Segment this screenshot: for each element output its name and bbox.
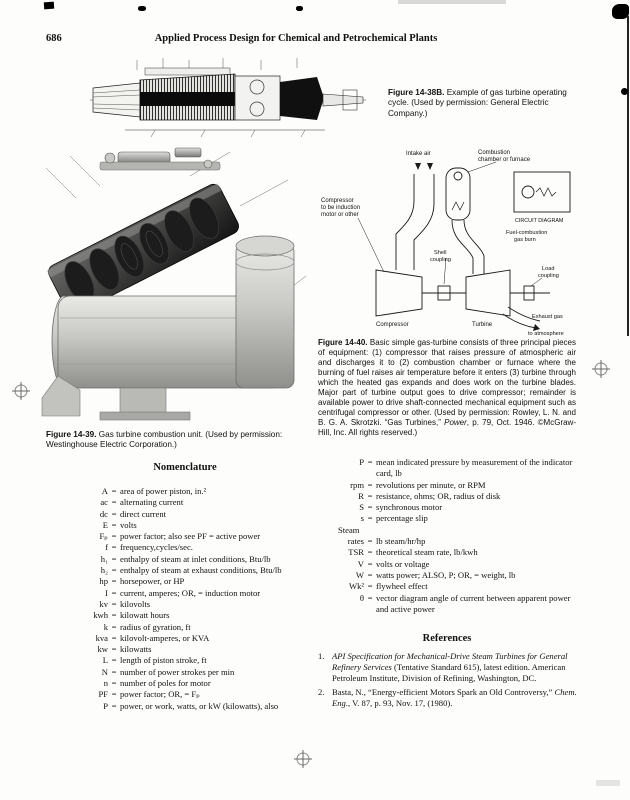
nomenclature-item: P=mean indicated pressure by measurement… [359,457,573,479]
reference-number: 2. [318,686,325,697]
nomenclature-item: Steam [338,524,360,535]
nomenclature-item: hp=horsepower, or HP [99,576,185,587]
nomenclature-item: kwh=kilowatt hours [93,610,170,621]
nomenclature-item: kw=kilowatts [97,644,152,655]
diagram-label: gas burn [514,237,536,243]
diagram-label: Compressor [321,198,354,204]
nomenclature-item: E=volts [102,519,137,530]
nomenclature-item: TSR=theoretical steam rate, lb/kwh [348,547,478,558]
nomenclature-right-column: P=mean indicated pressure by measurement… [318,457,578,615]
reference-text: API Specification for Mechanical-Drive S… [332,651,568,684]
diagram-label: Combustion [478,150,510,156]
nomenclature-heading: Nomenclature [153,462,217,473]
figure-14-40-caption: Figure 14-40. Basic simple gas-turbine c… [318,338,576,438]
page-number: 686 [46,33,62,44]
nomenclature-item: N=number of power strokes per min [101,666,235,677]
figure-label: Figure 14-40. [318,338,368,347]
figure-label: Figure 14-38B. [388,88,445,97]
nomenclature-item: R=resistance, ohms; OR, radius of disk [358,490,501,501]
nomenclature-item: h₂=enthalpy of steam at exhaust conditio… [100,565,282,576]
nomenclature-item: rpm=revolutions per minute, or RPM [350,479,486,490]
nomenclature-item: kv=kilovolts [99,598,151,609]
diagram-label: coupling [538,273,559,279]
diagram-label: Load [542,266,554,272]
diagram-label: chamber or furnace [478,157,531,163]
diagram-label: Shell [434,250,446,256]
nomenclature-item: L=length of piston stroke, ft [102,655,207,666]
nomenclature-item: θ=vector diagram angle of current betwee… [359,592,571,614]
diagram-label: to atmosphere [528,331,564,336]
nomenclature-item: h₁=enthalpy of steam at inlet conditions… [100,553,271,564]
figure-14-38b-caption: Figure 14-38B. Example of gas turbine op… [388,88,568,119]
caption-text: Basic simple gas-turbine consists of thr… [318,338,576,427]
nomenclature-item: kva=kilovolt-amperes, or KVA [95,632,210,643]
figure-label: Figure 14-39. [46,430,97,439]
scan-artifact [612,4,629,19]
scan-artifact [398,0,506,4]
registration-mark-icon [294,750,312,768]
reference-item: 2. Basta, N., “Energy-efficient Motors S… [318,687,580,709]
references-list: 1. API Specification for Mechanical-Driv… [318,651,580,711]
diagram-label: Fuel-combustion [506,230,547,236]
nomenclature-item: n=number of poles for motor [103,678,211,689]
reference-journal-italic: Chem. Eng. [332,686,577,708]
scan-artifact [43,1,55,10]
diagram-label: Compressor [376,322,409,328]
diagram-label: coupling [430,257,451,263]
nomenclature-item: dc=direct current [99,508,167,519]
figure-14-40-image: Intake air Combustion chamber or furnace… [318,146,575,341]
diagram-label: CIRCUIT DIAGRAM [515,218,564,224]
nomenclature-item: k=radius of gyration, ft [103,621,191,632]
nomenclature-item: PF=power factor; OR, = Fₚ [98,689,200,700]
scan-artifact [621,88,628,95]
gas-turbine-combustion-unit-photo [41,147,307,421]
reference-title-italic: API Specification for Mechanical-Drive S… [332,651,568,673]
registration-mark-icon [592,360,610,378]
running-head-title: Applied Process Design for Chemical and … [154,33,438,44]
scan-artifact [627,16,629,336]
gas-turbine-schematic-diagram: Intake air Combustion chamber or furnace… [321,150,571,337]
diagram-label: Exhaust gas [532,314,563,320]
scan-artifact [596,780,620,786]
nomenclature-item: W=watts power; ALSO, P; OR, = weight, lb [355,569,516,580]
scan-artifact [138,6,146,11]
diagram-label: to be induction [321,205,360,211]
registration-mark-icon [12,382,30,400]
nomenclature-item: V=volts or voltage [357,558,430,569]
nomenclature-item: Wk²=flywheel effect [349,581,428,592]
caption-text: , p. 79, Oct. 1946. ©McGraw-Hill, Inc. A… [318,418,576,437]
figure-14-38b-image [85,54,370,151]
nomenclature-item: rates=lb steam/hr/hp [347,536,426,547]
nomenclature-item: s=percentage slip [360,513,428,524]
reference-item: 1. API Specification for Mechanical-Driv… [318,651,580,685]
caption-text: Gas turbine combustion unit. (Used by pe… [46,430,283,450]
journal-name-italic: Power [444,418,467,427]
nomenclature-item: S=synchronous motor [359,502,443,513]
references-heading: References [422,633,472,644]
nomenclature-item: I=current, amperes; OR, = induction moto… [105,587,261,598]
diagram-label: motor or other [321,212,359,218]
reference-number: 1. [318,651,325,661]
scan-artifact [296,6,303,11]
diagram-label: Turbine [472,322,493,328]
diagram-label: Intake air [406,151,431,157]
caption-text: Example of gas turbine operating cycle. … [388,88,567,118]
reference-text: Basta, N., “Energy-efficient Motors Spar… [332,686,577,708]
nomenclature-item: f=frequency,cycles/sec. [105,542,193,553]
figure-14-39-caption: Figure 14-39. Gas turbine combustion uni… [46,430,312,451]
nomenclature-item: ac=alternating current [100,497,184,508]
nomenclature-item: Fₚ=power factor; also see PF = active po… [99,531,261,542]
figure-14-39-image [40,146,312,433]
nomenclature-left-column: A=area of power piston, in.² ac=alternat… [58,486,320,712]
nomenclature-item: P=power, or work, watts, or kW (kilowatt… [103,700,279,711]
nomenclature-item: A=area of power piston, in.² [101,486,207,496]
gas-turbine-cross-section-drawing [90,58,366,138]
